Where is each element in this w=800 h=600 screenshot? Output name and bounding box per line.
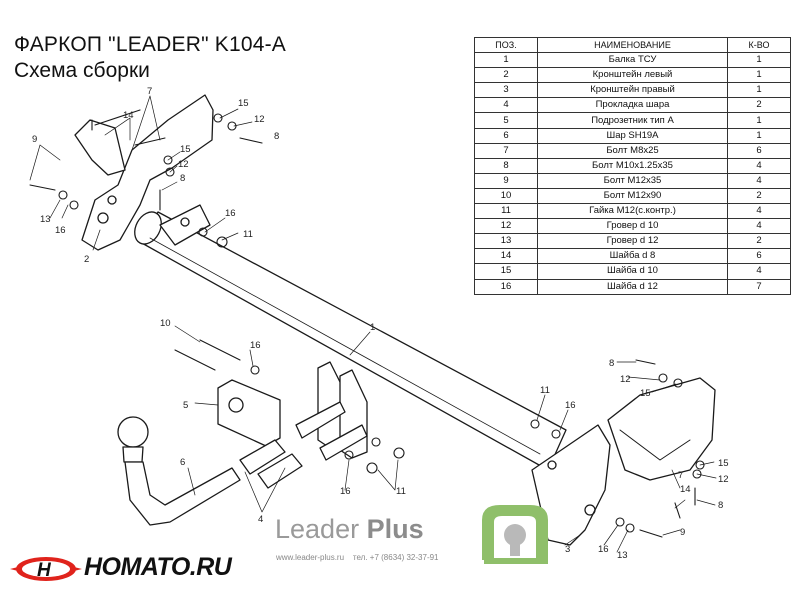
parts-table-header: ПОЗ. НАИМЕНОВАНИЕ К-ВО xyxy=(474,36,791,54)
callout-12-left-mid: 12 xyxy=(178,159,189,170)
socket-holder xyxy=(217,379,281,447)
fasteners xyxy=(29,109,705,538)
callout-7-right: 7 xyxy=(678,470,683,481)
callout-3: 3 xyxy=(565,544,570,555)
callout-10: 10 xyxy=(160,318,171,329)
cell-quantity: 7 xyxy=(727,278,791,295)
brand-contacts: www.leader-plus.ru тел. +7 (8634) 32-37-… xyxy=(276,553,439,562)
callout-12-left-top: 12 xyxy=(254,114,265,125)
callout-6: 6 xyxy=(180,457,185,468)
callout-8-left-top: 8 xyxy=(274,131,279,142)
homato-watermark: HOMATO.RU xyxy=(84,553,232,581)
callout-8-right-bottom: 8 xyxy=(718,500,723,511)
left-bracket xyxy=(74,94,214,251)
svg-text:H: H xyxy=(37,560,52,581)
brand-name-bold: Plus xyxy=(366,514,424,544)
homato-logo-icon: H xyxy=(10,557,82,581)
center-mount-plates xyxy=(295,361,368,461)
callout-15-right-bottom: 15 xyxy=(718,458,729,469)
callout-16-left-top: 16 xyxy=(225,208,236,219)
callout-9-right: 9 xyxy=(680,527,685,538)
callout-13-left: 13 xyxy=(40,214,51,225)
leader-lines xyxy=(29,95,717,553)
cell-quantity: 1 xyxy=(727,112,791,129)
callout-16-right-bottom: 16 xyxy=(598,544,609,555)
brand-website-link[interactable]: www.leader-plus.ru xyxy=(276,553,345,562)
callout-11-left: 11 xyxy=(243,229,253,240)
callout-15-left-mid: 15 xyxy=(180,144,191,155)
callout-8-left-mid: 8 xyxy=(180,173,185,184)
callout-15-left-top: 15 xyxy=(238,98,249,109)
callout-1: 1 xyxy=(370,322,375,333)
ball-hitch xyxy=(117,416,241,526)
callout-11-right: 11 xyxy=(540,385,550,396)
right-bracket xyxy=(531,377,716,546)
callout-8-right-top: 8 xyxy=(609,358,614,369)
callout-14-right: 14 xyxy=(680,484,691,495)
diagram-title: ФАРКОП "LEADER" K104-A xyxy=(14,33,286,56)
cell-name: Шайба d 12 xyxy=(537,278,728,295)
callout-4: 4 xyxy=(258,514,263,525)
callout-5: 5 xyxy=(183,400,188,411)
callout-13-right: 13 xyxy=(617,550,628,561)
callout-16-right-top: 16 xyxy=(565,400,576,411)
leader-plus-logo-icon xyxy=(482,505,548,564)
callout-16-left-bottom: 16 xyxy=(55,225,66,236)
diagram-subtitle: Схема сборки xyxy=(14,59,150,82)
brand-name-light: Leader xyxy=(275,514,360,544)
callout-12-right-top: 12 xyxy=(620,374,631,385)
tow-beam xyxy=(134,211,567,471)
callout-16-left-mid: 16 xyxy=(250,340,261,351)
callout-15-right-top: 15 xyxy=(640,388,651,399)
callout-7-left: 7 xyxy=(147,86,152,97)
brand-name: Leader Plus xyxy=(275,514,424,545)
callout-labels: 1 2 3 4 5 6 7 7 8 8 8 8 9 9 10 11 11 11 … xyxy=(32,86,729,561)
brand-phone: тел. +7 (8634) 32-37-91 xyxy=(352,553,439,562)
callout-2: 2 xyxy=(84,254,89,265)
callout-9-left: 9 xyxy=(32,134,37,145)
callout-14-left: 14 xyxy=(123,110,134,121)
callout-12-right-bottom: 12 xyxy=(718,474,729,485)
ball-spacers xyxy=(239,439,303,489)
callout-16-center: 16 xyxy=(340,486,351,497)
callout-11-center: 11 xyxy=(396,486,406,497)
